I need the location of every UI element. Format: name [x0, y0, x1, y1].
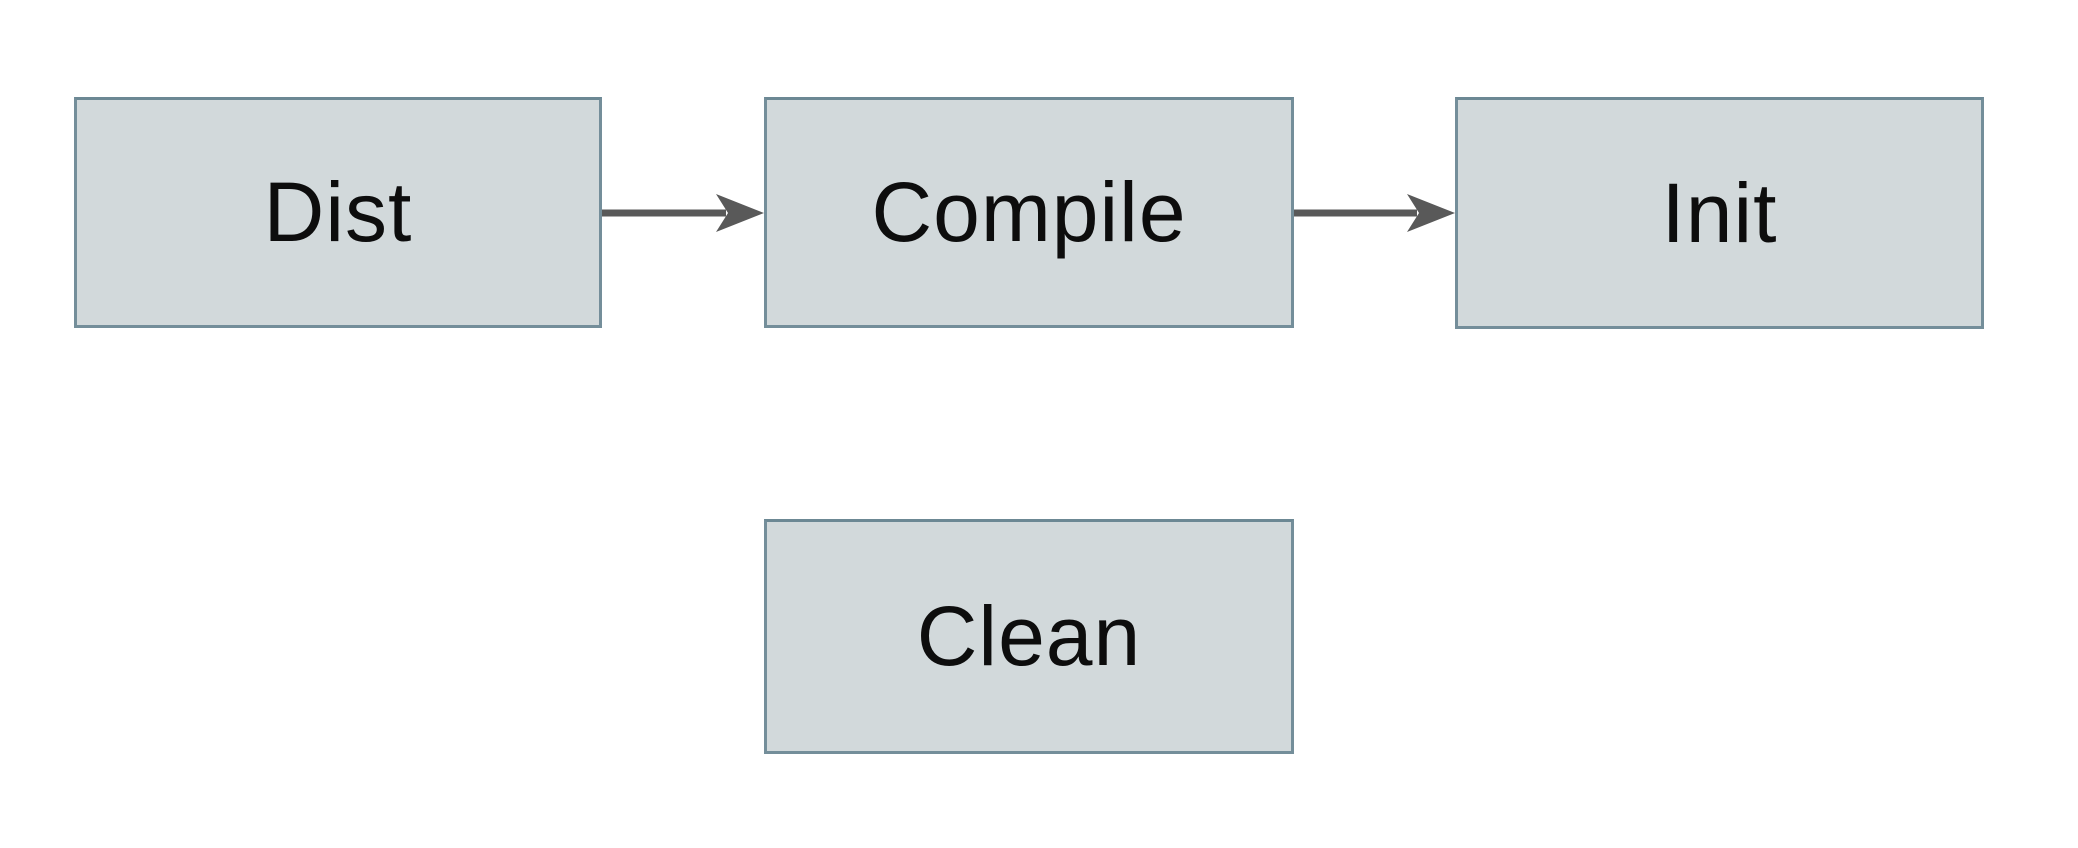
node-compile: Compile: [764, 97, 1294, 328]
node-clean-label: Clean: [916, 589, 1142, 683]
node-clean: Clean: [764, 519, 1294, 754]
node-dist: Dist: [74, 97, 602, 328]
node-compile-label: Compile: [871, 165, 1187, 259]
node-dist-label: Dist: [263, 165, 413, 259]
arrow-compile-to-init: [1294, 194, 1455, 232]
node-init: Init: [1455, 97, 1984, 329]
node-init-label: Init: [1661, 165, 1778, 260]
arrow-dist-to-compile: [602, 194, 764, 232]
